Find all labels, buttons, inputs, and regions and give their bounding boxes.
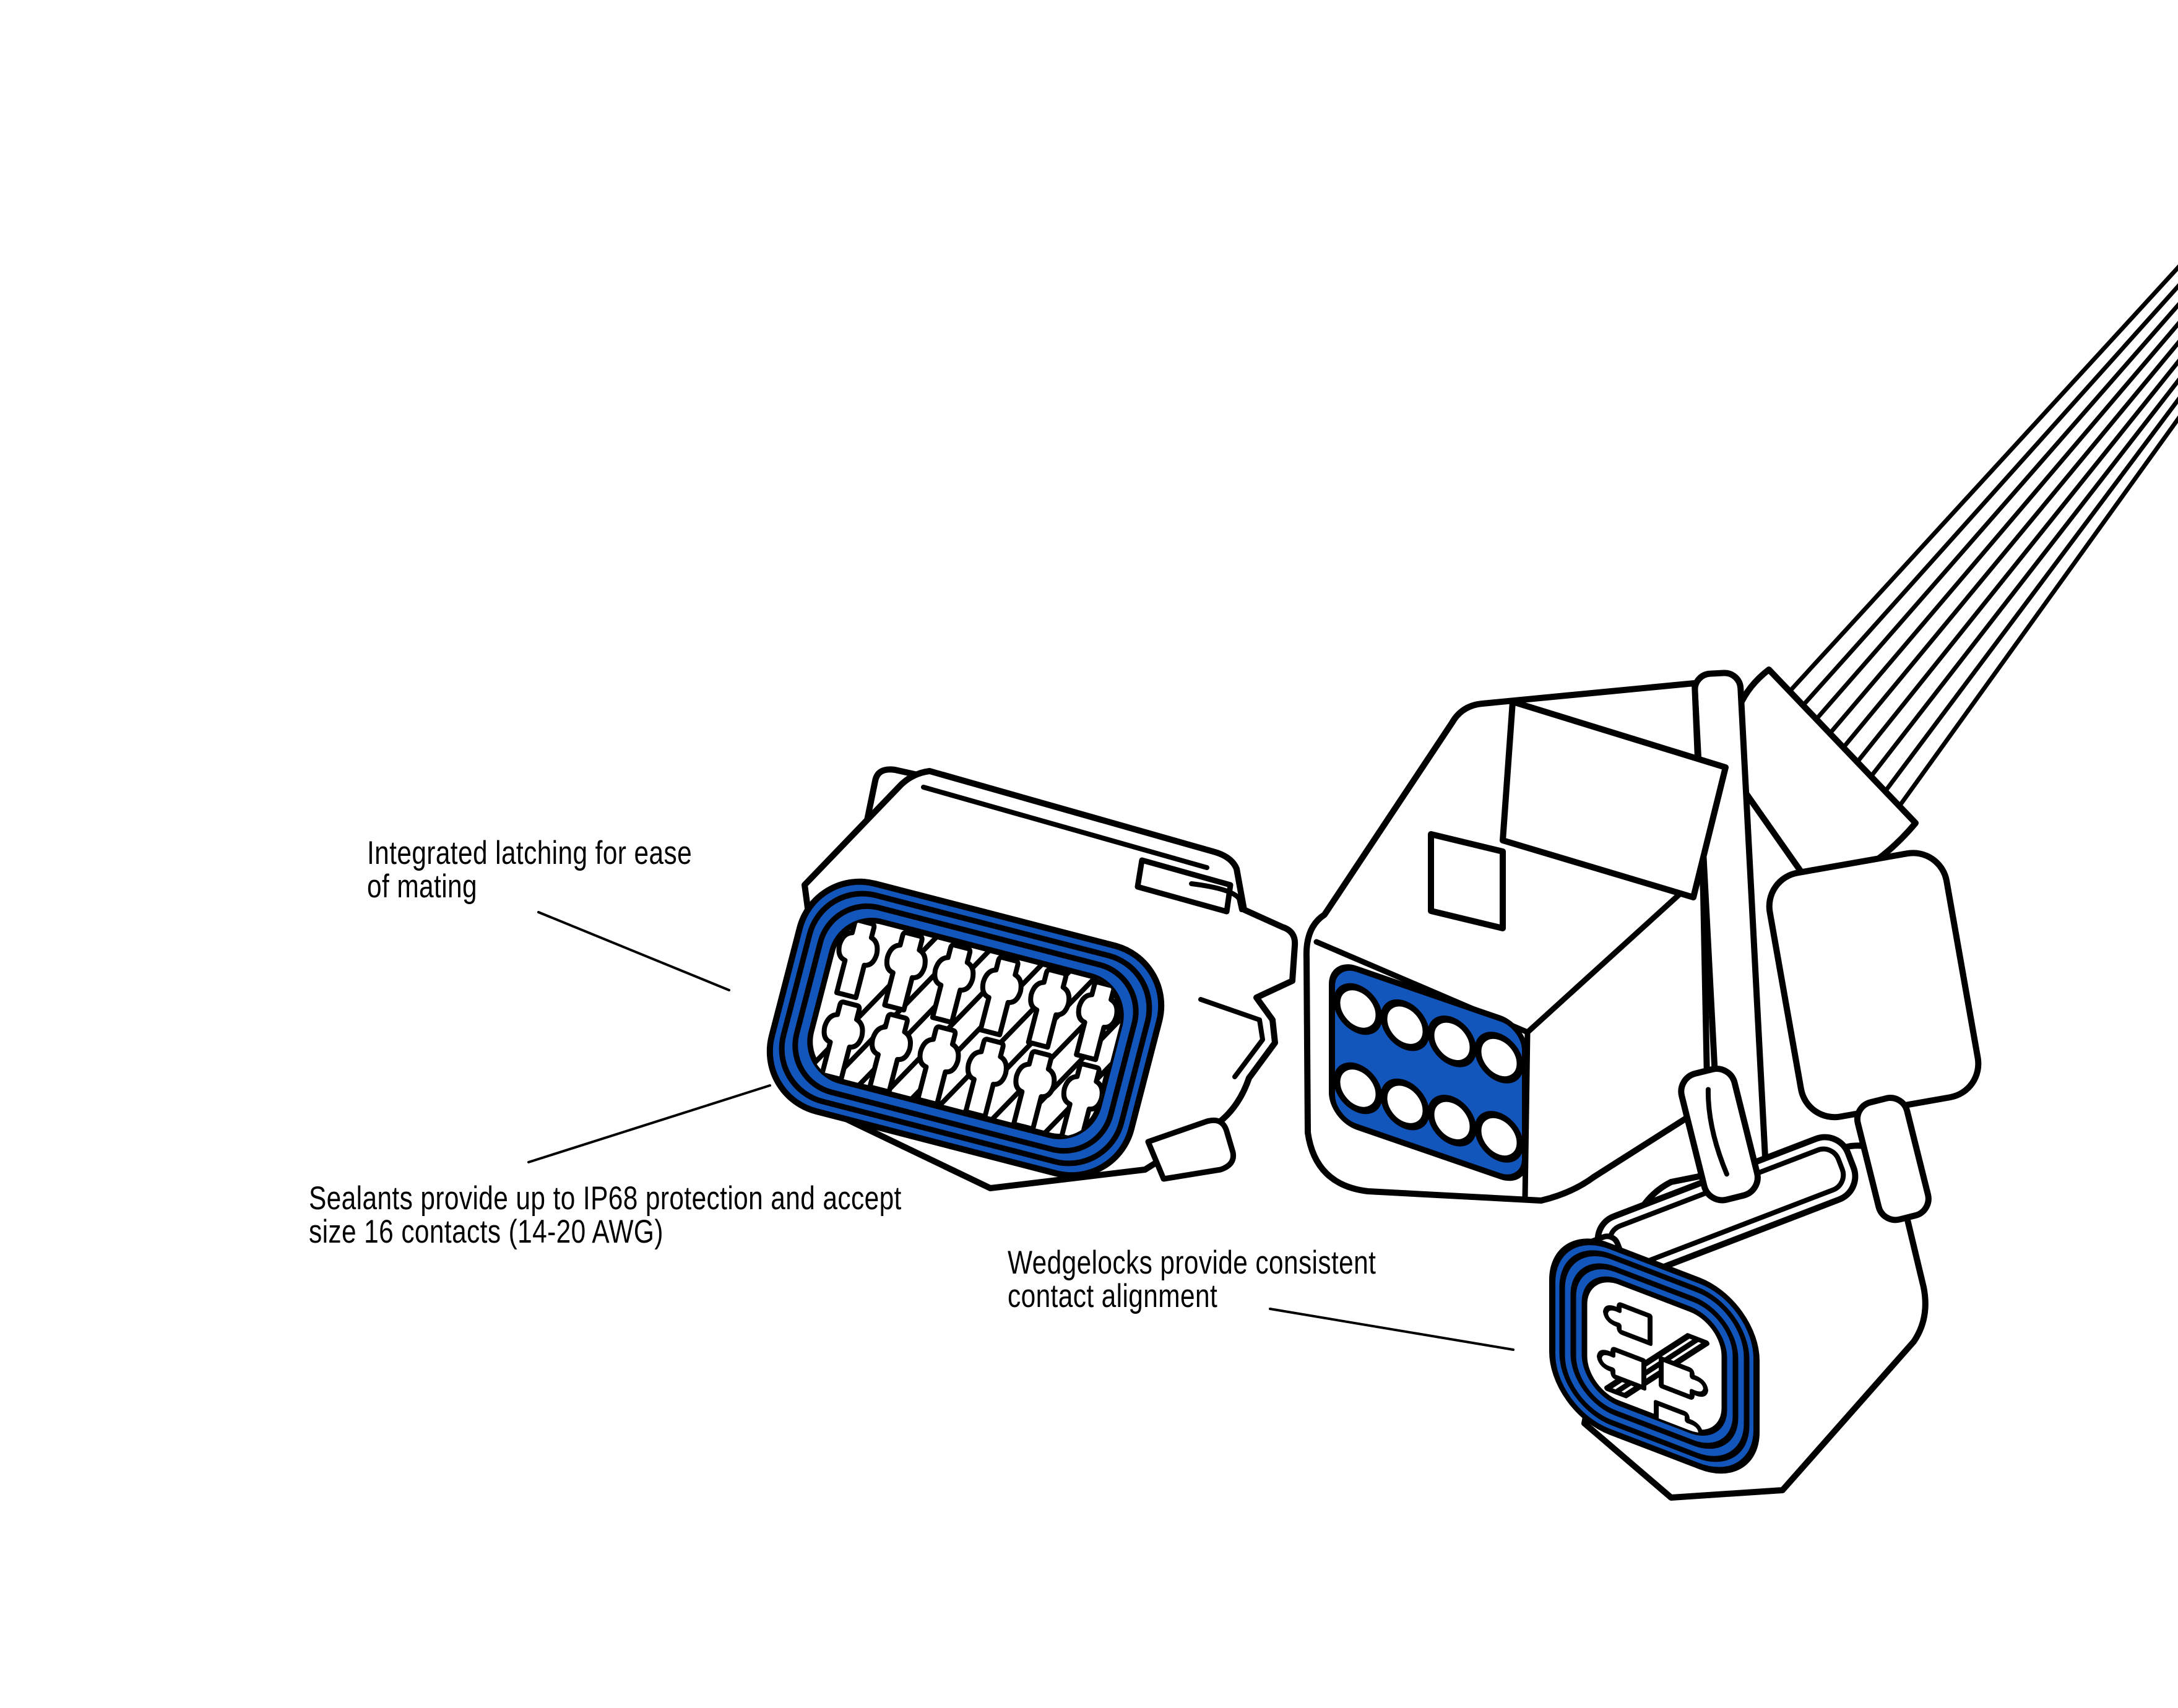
receptacle-connector-illustration (1303, 666, 1982, 1204)
latch-bar (1134, 857, 1234, 915)
seal-ring-line1 (779, 891, 1152, 1167)
caption-sealants-line2: size 16 contacts (14-20 AWG) (309, 1214, 663, 1250)
plug-connector-illustration (766, 766, 1299, 1191)
top-lid (1500, 699, 1729, 900)
caption-sealants: Sealants provide up to IP68 protection a… (309, 1182, 902, 1249)
roof-edge-line (921, 785, 1209, 870)
latch-left (1678, 1066, 1761, 1204)
latch-clip-line (1189, 881, 1244, 912)
socket-holes (1333, 983, 1524, 1163)
lower-wing-lines (1198, 997, 1265, 1079)
wedgelock-connector-illustration (1549, 1066, 1932, 1501)
caption-wedgelocks-line2: contact alignment (1008, 1278, 1218, 1314)
leader-line-latching (537, 911, 730, 991)
latch-right (1854, 1095, 1932, 1223)
wire-bundle (1744, 264, 2178, 808)
wire-boot (1727, 666, 1919, 888)
small-seal-ring-line1 (1559, 1250, 1750, 1462)
caption-wedgelocks: Wedgelocks provide consistent contact al… (1008, 1246, 1376, 1313)
caption-sealants-line1: Sealants provide up to IP68 protection a… (309, 1180, 902, 1217)
latch-left-line (1705, 1087, 1729, 1177)
left-ear-fin (1428, 831, 1506, 931)
caption-latching: Integrated latching for ease of mating (367, 837, 692, 904)
leader-line-sealants (527, 1084, 771, 1163)
leader-line-wedgelocks (1269, 1308, 1515, 1351)
caption-wedgelocks-line1: Wedgelocks provide consistent (1008, 1244, 1376, 1281)
caption-latching-line1: Integrated latching for ease (367, 835, 693, 871)
small-seal-ring-line2 (1570, 1263, 1739, 1449)
seal-ring-line2 (792, 903, 1139, 1154)
rear-housing-block (1766, 850, 1982, 1121)
caption-latching-line2: of mating (367, 868, 478, 905)
bottom-foot (1145, 1117, 1237, 1182)
